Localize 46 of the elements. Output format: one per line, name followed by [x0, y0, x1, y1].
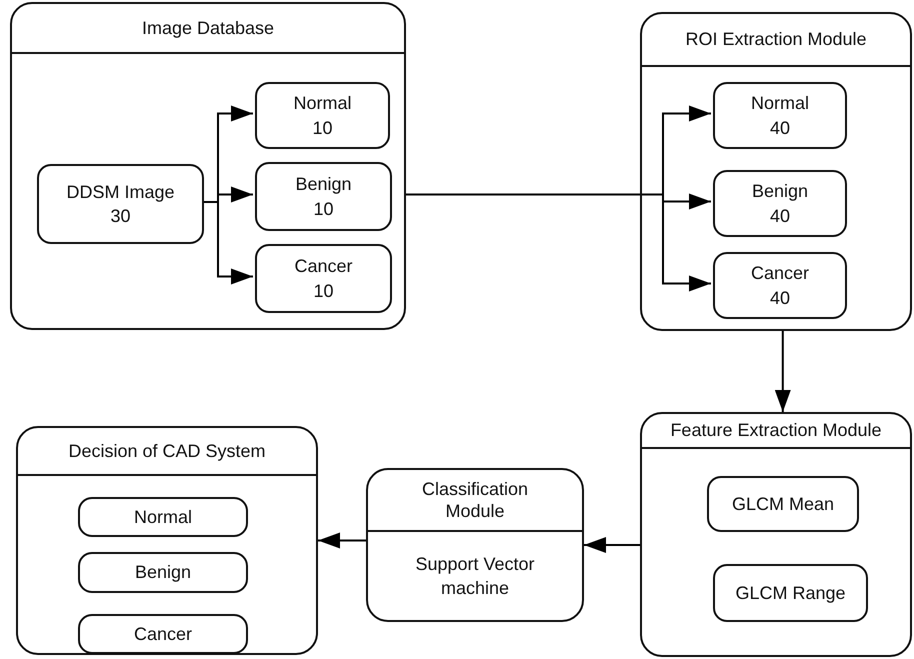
group-box [16, 426, 318, 655]
box-label: Normal [750, 92, 809, 116]
box-heading: ROI Extraction Module [685, 28, 867, 51]
arrow [774, 331, 791, 412]
process-box [78, 614, 248, 654]
process-box [255, 244, 392, 313]
module-box [366, 468, 584, 622]
count-text: 40 [770, 204, 790, 228]
box-label: Normal [293, 92, 352, 116]
process-box [713, 564, 868, 622]
count-text: 30 [110, 205, 131, 228]
box-label: Cancer [750, 262, 810, 286]
box-label: Normal [134, 506, 192, 529]
process-box [707, 476, 859, 532]
process-box [713, 252, 847, 319]
process-box [37, 164, 204, 244]
box-label: Cancer [294, 255, 353, 278]
count-text: 10 [313, 280, 334, 302]
count-text: 40 [770, 116, 790, 140]
arrow [406, 194, 711, 292]
box-heading: Feature Extraction Module [670, 419, 882, 442]
count-text: 10 [313, 198, 334, 220]
box-text: Support Vector machine [414, 552, 536, 600]
box-heading: Classification Module [420, 478, 530, 522]
process-box [78, 497, 248, 537]
process-box [713, 170, 847, 237]
count-text: 10 [312, 116, 333, 140]
box-label: Benign [295, 173, 352, 196]
process-box [78, 552, 248, 593]
count-text: 40 [770, 286, 790, 310]
arrow [584, 537, 640, 553]
group-box [640, 412, 912, 657]
group-box [640, 12, 912, 331]
box-label: Benign [134, 561, 192, 584]
arrow [318, 532, 366, 548]
box-label: GLCM Mean [732, 492, 834, 516]
box-label: GLCM Range [735, 582, 846, 605]
group-box [10, 2, 406, 330]
process-box [713, 82, 847, 149]
box-heading: Decision of CAD System [68, 440, 266, 462]
box-label: DDSM Image [66, 180, 175, 204]
box-label: Cancer [134, 622, 192, 646]
box-label: Benign [752, 180, 808, 204]
process-box [255, 82, 390, 149]
process-box [255, 162, 392, 231]
box-heading: Image Database [142, 16, 274, 40]
